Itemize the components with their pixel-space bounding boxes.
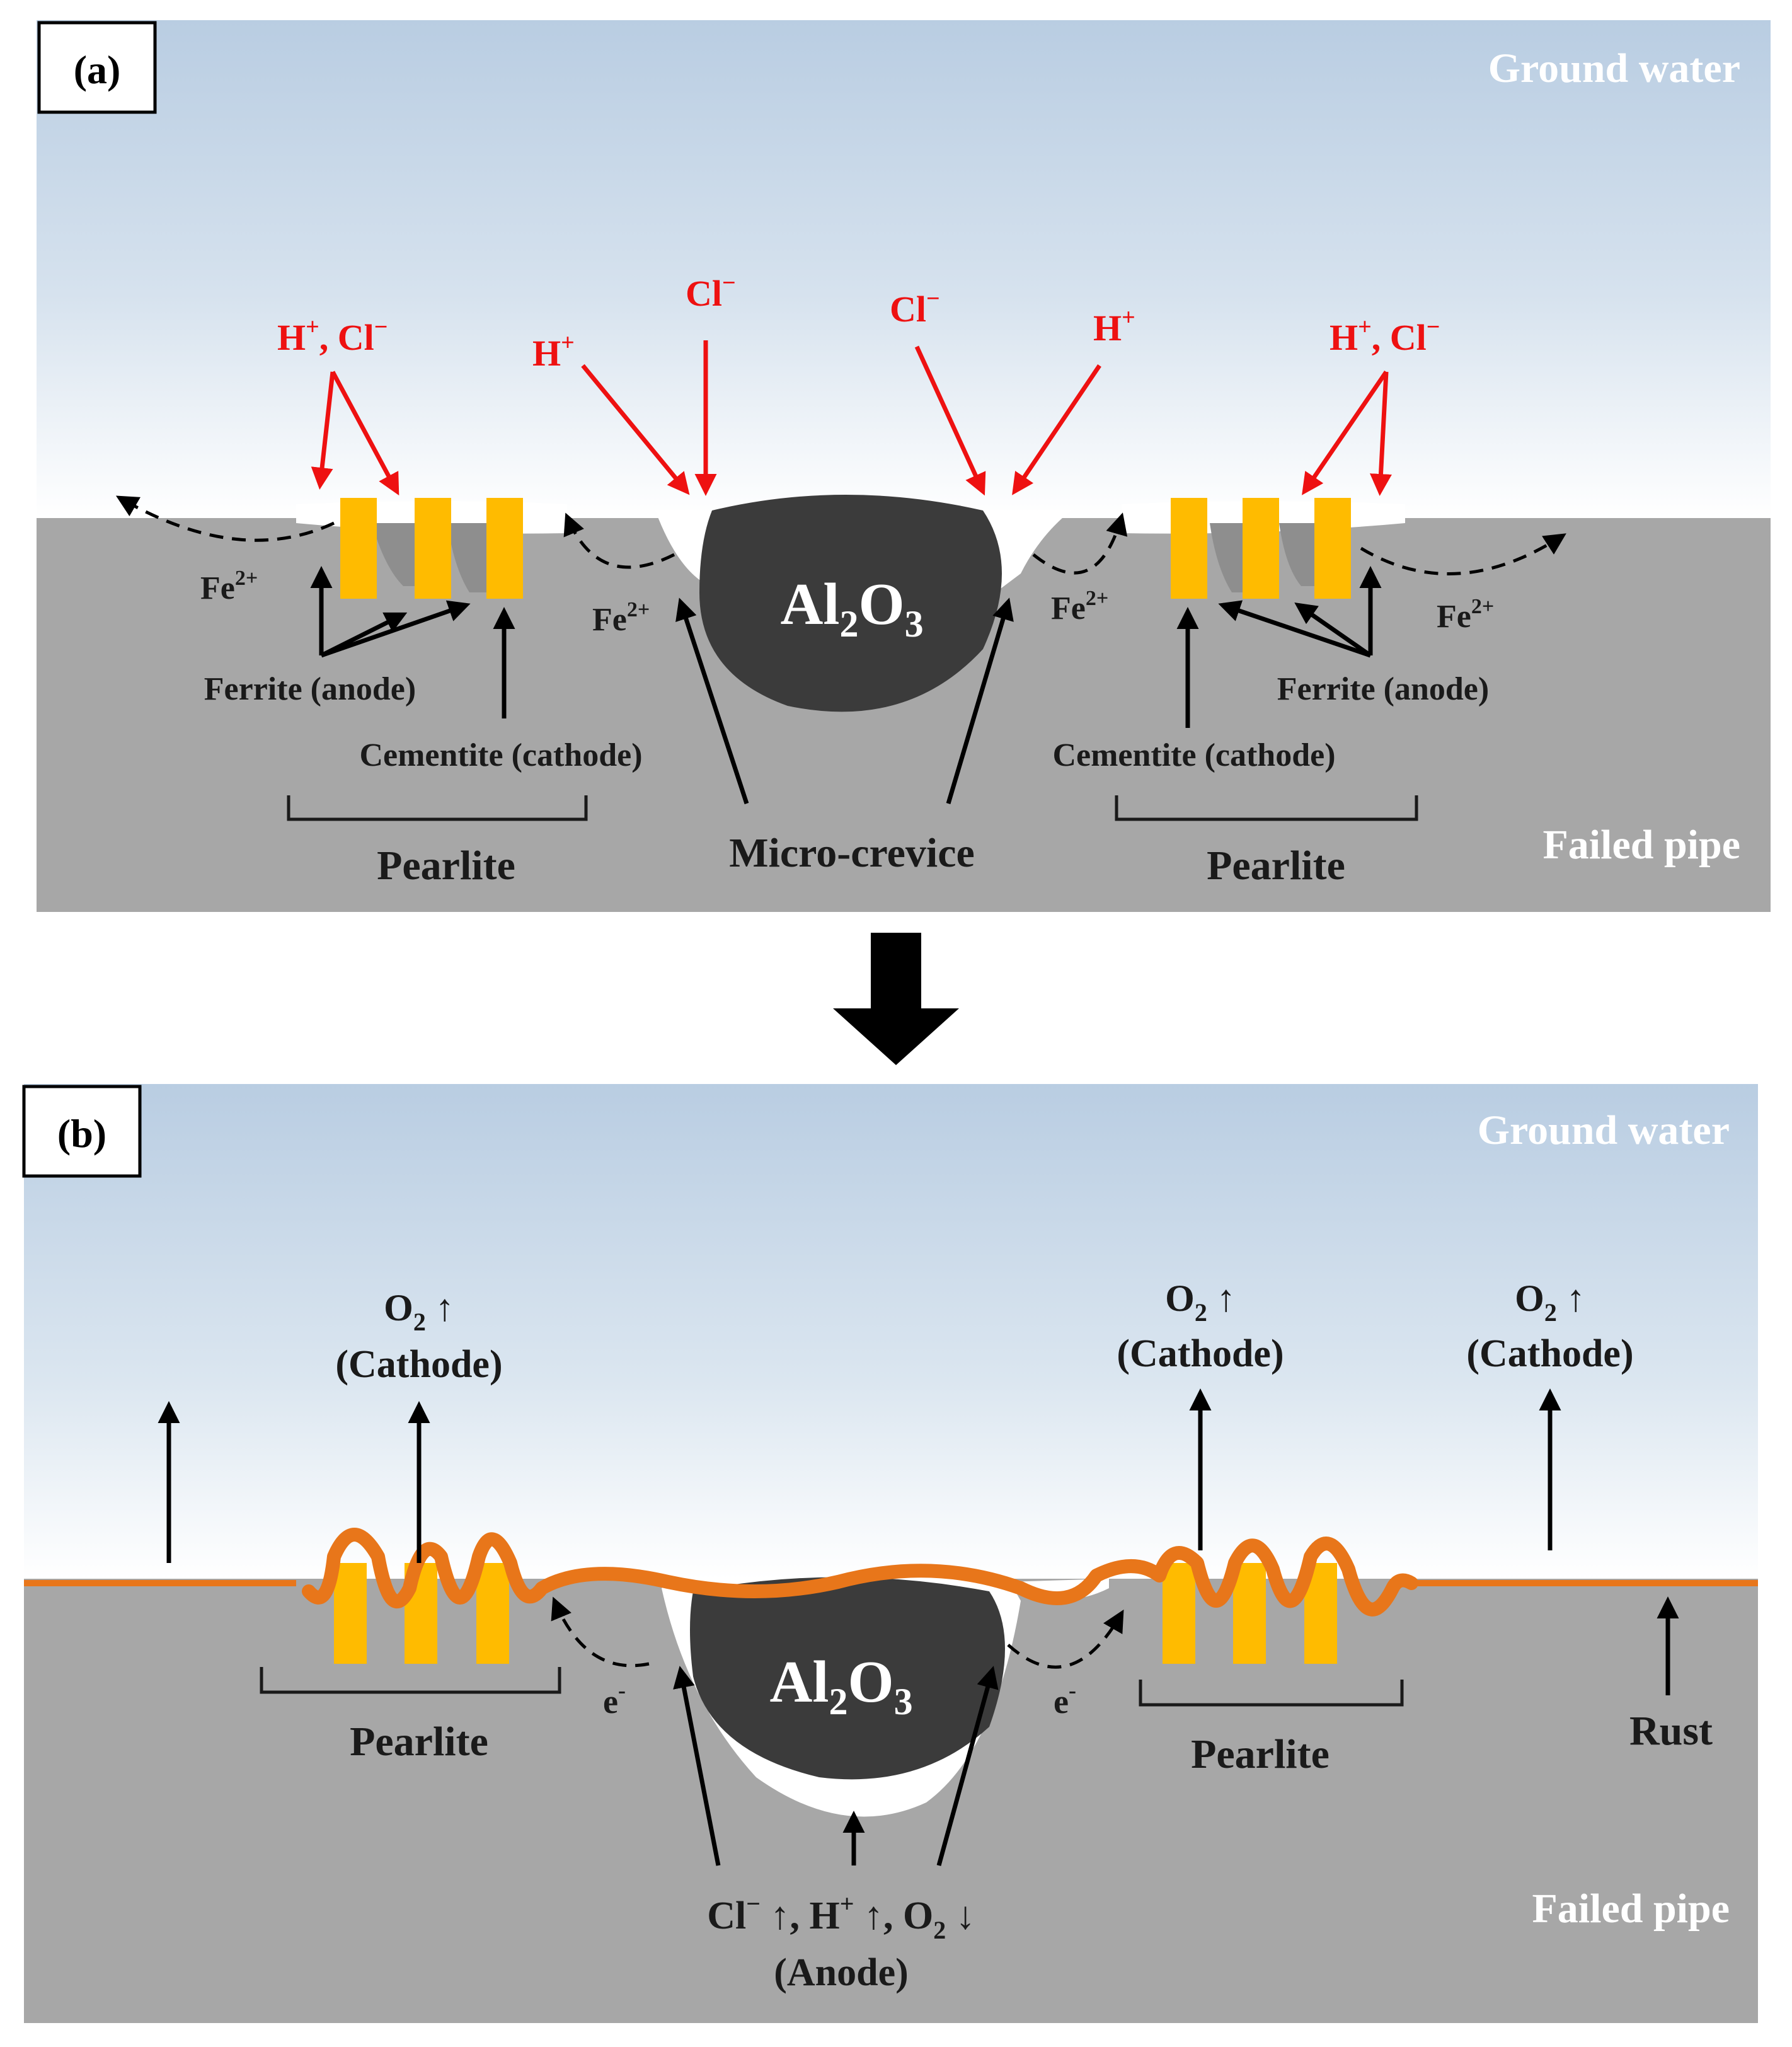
al2o3-label: Al2O3 <box>780 572 923 645</box>
o2-label: O2 ↑ <box>1165 1277 1236 1327</box>
fe-dissolution-arrow <box>115 495 335 542</box>
fe2-label: Fe2+ <box>592 598 650 638</box>
electron-label: e- <box>1054 1678 1076 1721</box>
ion-arrow <box>330 371 399 496</box>
pearlite-label-left: Pearlite <box>350 1719 488 1765</box>
o2-label: O2 ↑ <box>1515 1277 1585 1327</box>
ion-arrow <box>1369 371 1392 496</box>
pointer-arrow <box>1294 603 1372 657</box>
cementite-lamella <box>415 498 451 599</box>
al2o3-inclusion <box>690 1577 1005 1780</box>
al2o3-inclusion <box>699 495 1002 712</box>
failed-pipe-label: Failed pipe <box>1542 822 1740 868</box>
panel-tag-b: (b) <box>57 1111 106 1156</box>
cementite-cathode-label-left: Cementite (cathode) <box>359 737 642 773</box>
fe2-label: Fe2+ <box>1051 587 1108 626</box>
ion-arrow <box>1012 364 1101 495</box>
ferrite-anode-label-left: Ferrite (anode) <box>204 671 416 707</box>
ion-label-cl-center-left: Cl− <box>686 270 736 314</box>
anode-pointer-arrow <box>936 1666 999 1866</box>
ion-label-h-center-left: H+ <box>532 330 575 374</box>
ion-arrow <box>581 364 690 495</box>
ion-arrow <box>311 371 335 490</box>
pointer-arrow <box>1218 600 1372 658</box>
panel-b: Al2O3 (b) Ground water Failed pipe O2 ↑ … <box>22 1084 1758 2023</box>
cathode-label: (Cathode) <box>335 1343 502 1386</box>
ground-water-label: Ground water <box>1488 45 1740 91</box>
cementite-lamella <box>1314 498 1351 599</box>
pearlite-label-right: Pearlite <box>1207 843 1345 889</box>
ion-label-cl-center-right: Cl− <box>890 285 940 330</box>
rust-label: Rust <box>1629 1708 1713 1754</box>
pearlite-bracket-left <box>260 1667 561 1694</box>
electron-flow-arrow <box>1007 1609 1124 1669</box>
ion-arrow <box>914 345 986 496</box>
pointer-arrow <box>320 600 471 658</box>
panel-tag-box <box>37 21 157 114</box>
cathode-label: (Cathode) <box>1466 1332 1633 1375</box>
anode-pointer-arrow <box>673 1666 721 1866</box>
cementite-lamella <box>1243 498 1279 599</box>
fe2-label: Fe2+ <box>1437 595 1494 635</box>
al2o3-label: Al2O3 <box>769 1649 912 1722</box>
ion-label-right-pair: H+, Cl− <box>1330 314 1440 358</box>
ion-label-left-pair: H+, Cl− <box>277 314 388 358</box>
panel-a: Al2O3 (a) Ground water Failed pipe H+, C… <box>37 20 1771 912</box>
fe-dissolution-arrow <box>1032 512 1128 575</box>
ground-water-label: Ground water <box>1478 1107 1730 1153</box>
panel-tag-box <box>22 1085 142 1178</box>
anode-reaction-label: Cl− ↑, H+ ↑, O2 ↓ <box>707 1889 975 1944</box>
cementite-lamella <box>334 1563 367 1664</box>
fe2-label: Fe2+ <box>200 567 258 606</box>
cementite-cathode-label-right: Cementite (cathode) <box>1052 737 1335 773</box>
cementite-lamella <box>1171 498 1207 599</box>
cementite-lamella <box>486 498 523 599</box>
pointer-arrow <box>675 597 749 805</box>
electron-label: e- <box>603 1678 626 1721</box>
fe-dissolution-arrow <box>1360 533 1566 575</box>
cementite-lamella <box>1163 1563 1195 1664</box>
pearlite-bracket-left <box>287 795 588 821</box>
ion-arrow <box>1302 371 1388 495</box>
cementite-lamella <box>1233 1563 1266 1664</box>
panel-tag-a: (a) <box>74 47 121 92</box>
micro-crevice-label: Micro-crevice <box>729 830 975 876</box>
crevice-gap-right <box>983 510 1071 592</box>
electron-flow-arrow <box>551 1596 650 1668</box>
anode-label: (Anode) <box>774 1951 909 1994</box>
ferrite-pit <box>447 523 498 592</box>
ferrite-anode-label-right: Ferrite (anode) <box>1277 671 1489 707</box>
down-arrow-icon <box>833 933 959 1065</box>
cementite-lamella <box>340 498 377 599</box>
pearlite-label-left: Pearlite <box>377 843 515 889</box>
cementite-lamella <box>476 1563 509 1664</box>
ion-label-h-center-right: H+ <box>1093 304 1135 349</box>
cathode-label: (Cathode) <box>1117 1332 1284 1375</box>
ground-water-region <box>37 20 1771 518</box>
pointer-arrow <box>946 597 1014 804</box>
failed-pipe-label: Failed pipe <box>1532 1886 1730 1932</box>
pearlite-bracket-right <box>1115 795 1418 821</box>
pearlite-label-right: Pearlite <box>1191 1731 1330 1777</box>
o2-label: O2 ↑ <box>384 1287 454 1336</box>
pearlite-bracket-right <box>1139 1680 1404 1707</box>
ground-water-region <box>24 1084 1758 1579</box>
